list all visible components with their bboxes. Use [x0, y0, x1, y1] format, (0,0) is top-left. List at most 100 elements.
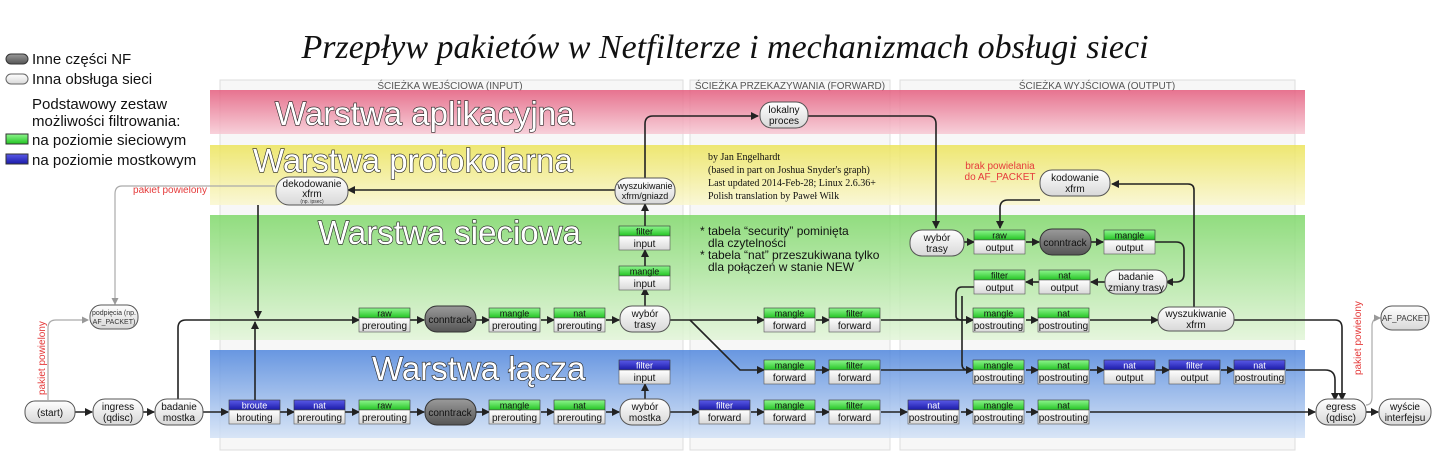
band-network-label: Warstwa sieciowa	[318, 214, 581, 251]
chain-hook-box	[553, 409, 606, 425]
chain-hook-label: prerouting	[492, 413, 537, 424]
legend-bridge-swatch	[5, 153, 29, 165]
chain-hook-box	[972, 369, 1025, 385]
chain-mangle-forward: mangle forward	[763, 359, 816, 385]
node-xfrm-decode: dekodowanie xfrm (np. ipsec)	[275, 176, 349, 206]
credits-line-4: Polish translation by Paweł Wilk	[708, 191, 839, 202]
chain-table-label: mangle	[984, 400, 1014, 410]
node-xfrm-lookup-l2: xfrm/gniazd	[622, 191, 669, 201]
chain-hook-label: output	[1051, 283, 1079, 294]
column-input-label: ŚCIEŻKA WEJŚCIOWA (INPUT)	[377, 79, 522, 92]
legend-net-level: na poziomie sieciowym	[32, 132, 186, 149]
chain-hook-label: output	[986, 243, 1014, 254]
chain-hook-label: postrouting	[974, 373, 1023, 384]
chain-hook-label: postrouting	[1039, 321, 1088, 332]
chain-hook-label: postrouting	[974, 321, 1023, 332]
legend-bridge-level: na poziomie mostkowym	[32, 152, 196, 169]
chain-table-label: mangle	[775, 308, 805, 318]
chain-hook-box	[973, 239, 1026, 255]
chain-hook-label: output	[1181, 373, 1209, 384]
chain-hook-box	[763, 409, 816, 425]
node-xfrm-decode-l2: xfrm	[302, 189, 321, 200]
chain-hook-box	[828, 409, 881, 425]
conntrack-link-in-label: conntrack	[428, 408, 472, 419]
node-iface-out-l1: wyście	[1389, 402, 1420, 413]
chain-hook-label: forward	[773, 413, 806, 424]
node-tap-in-l2: AF_PACKET)	[93, 319, 136, 326]
chain-hook-box	[488, 317, 541, 333]
chain-hook-label: prerouting	[362, 321, 407, 332]
legend-basic-1: Podstawowy zestaw	[32, 96, 167, 113]
chain-hook-box	[1038, 279, 1091, 295]
credits-line-3: Last updated 2014-Feb-28; Linux 2.6.36+	[708, 178, 876, 189]
chain-hook-box	[618, 369, 671, 385]
chain-hook-label: prerouting	[362, 413, 407, 424]
chain-table-label: mangle	[775, 360, 805, 370]
chain-hook-box	[828, 317, 881, 333]
chain-hook-label: forward	[838, 413, 871, 424]
chain-hook-label: postrouting	[1039, 373, 1088, 384]
node-xfrm-encode: kodowanie xfrm	[1039, 169, 1111, 197]
chain-table-label: mangle	[500, 400, 530, 410]
chain-hook-box	[698, 409, 751, 425]
note-1a: * tabela “security” pominięta	[700, 224, 849, 238]
chain-hook-box	[1103, 369, 1156, 385]
legend-net-swatch	[5, 133, 29, 145]
conntrack-net-out: conntrack	[1039, 228, 1092, 256]
chain-table-label: mangle	[500, 308, 530, 318]
note-pkt-copy-left: pakiet powielony	[37, 321, 48, 395]
node-xfrm-encode-l1: kodowanie	[1051, 173, 1099, 184]
chain-hook-label: forward	[838, 373, 871, 384]
band-link-label: Warstwa łącza	[372, 350, 586, 387]
chain-hook-box	[618, 275, 671, 291]
node-egress: egress (qdisc)	[1315, 398, 1367, 426]
chain-hook-box	[1103, 239, 1156, 255]
node-ingress-l2: (qdisc)	[103, 413, 133, 424]
note-2b: dla połączeń w stanie NEW	[708, 260, 855, 274]
chain-table-label: broute	[242, 400, 268, 410]
credits: by Jan Engelhardt (based in part on Josh…	[708, 152, 876, 202]
node-route-in: wybór trasy	[619, 305, 671, 333]
chain-table-label: nat	[1057, 400, 1070, 410]
chain-hook-box	[488, 409, 541, 425]
conntrack-link-in: conntrack	[424, 398, 477, 426]
chain-hook-label: input	[634, 373, 656, 384]
node-start: (start)	[24, 400, 76, 424]
legend-other-net: Inna obsługa sieci	[32, 71, 152, 88]
node-xfrm-lookup-out-l1: wyszukiwanie	[1164, 309, 1227, 320]
band-application-label: Warstwa aplikacyjna	[275, 95, 575, 132]
chain-hook-label: input	[634, 279, 656, 290]
node-bridge-decision: wybór mostka	[619, 398, 671, 426]
node-route-out-l2: trasy	[926, 244, 948, 255]
chain-hook-box	[907, 409, 960, 425]
chain-table-label: nat	[1057, 360, 1070, 370]
chain-hook-box	[763, 317, 816, 333]
node-xfrm-lookup-out-l2: xfrm	[1186, 320, 1205, 331]
chain-hook-box	[228, 409, 281, 425]
node-egress-l1: egress	[1326, 402, 1356, 413]
chain-table-label: filter	[846, 360, 863, 370]
conntrack-net-out-label: conntrack	[1043, 238, 1087, 249]
chain-table-label: nat	[573, 308, 586, 318]
node-bridge-check: badanie mostka	[154, 398, 204, 426]
wires	[47, 112, 1381, 416]
chain-hook-label: forward	[773, 373, 806, 384]
chain-hook-box	[828, 369, 881, 385]
legend: Inne części NF Inna obsługa sieci Podsta…	[5, 51, 196, 169]
